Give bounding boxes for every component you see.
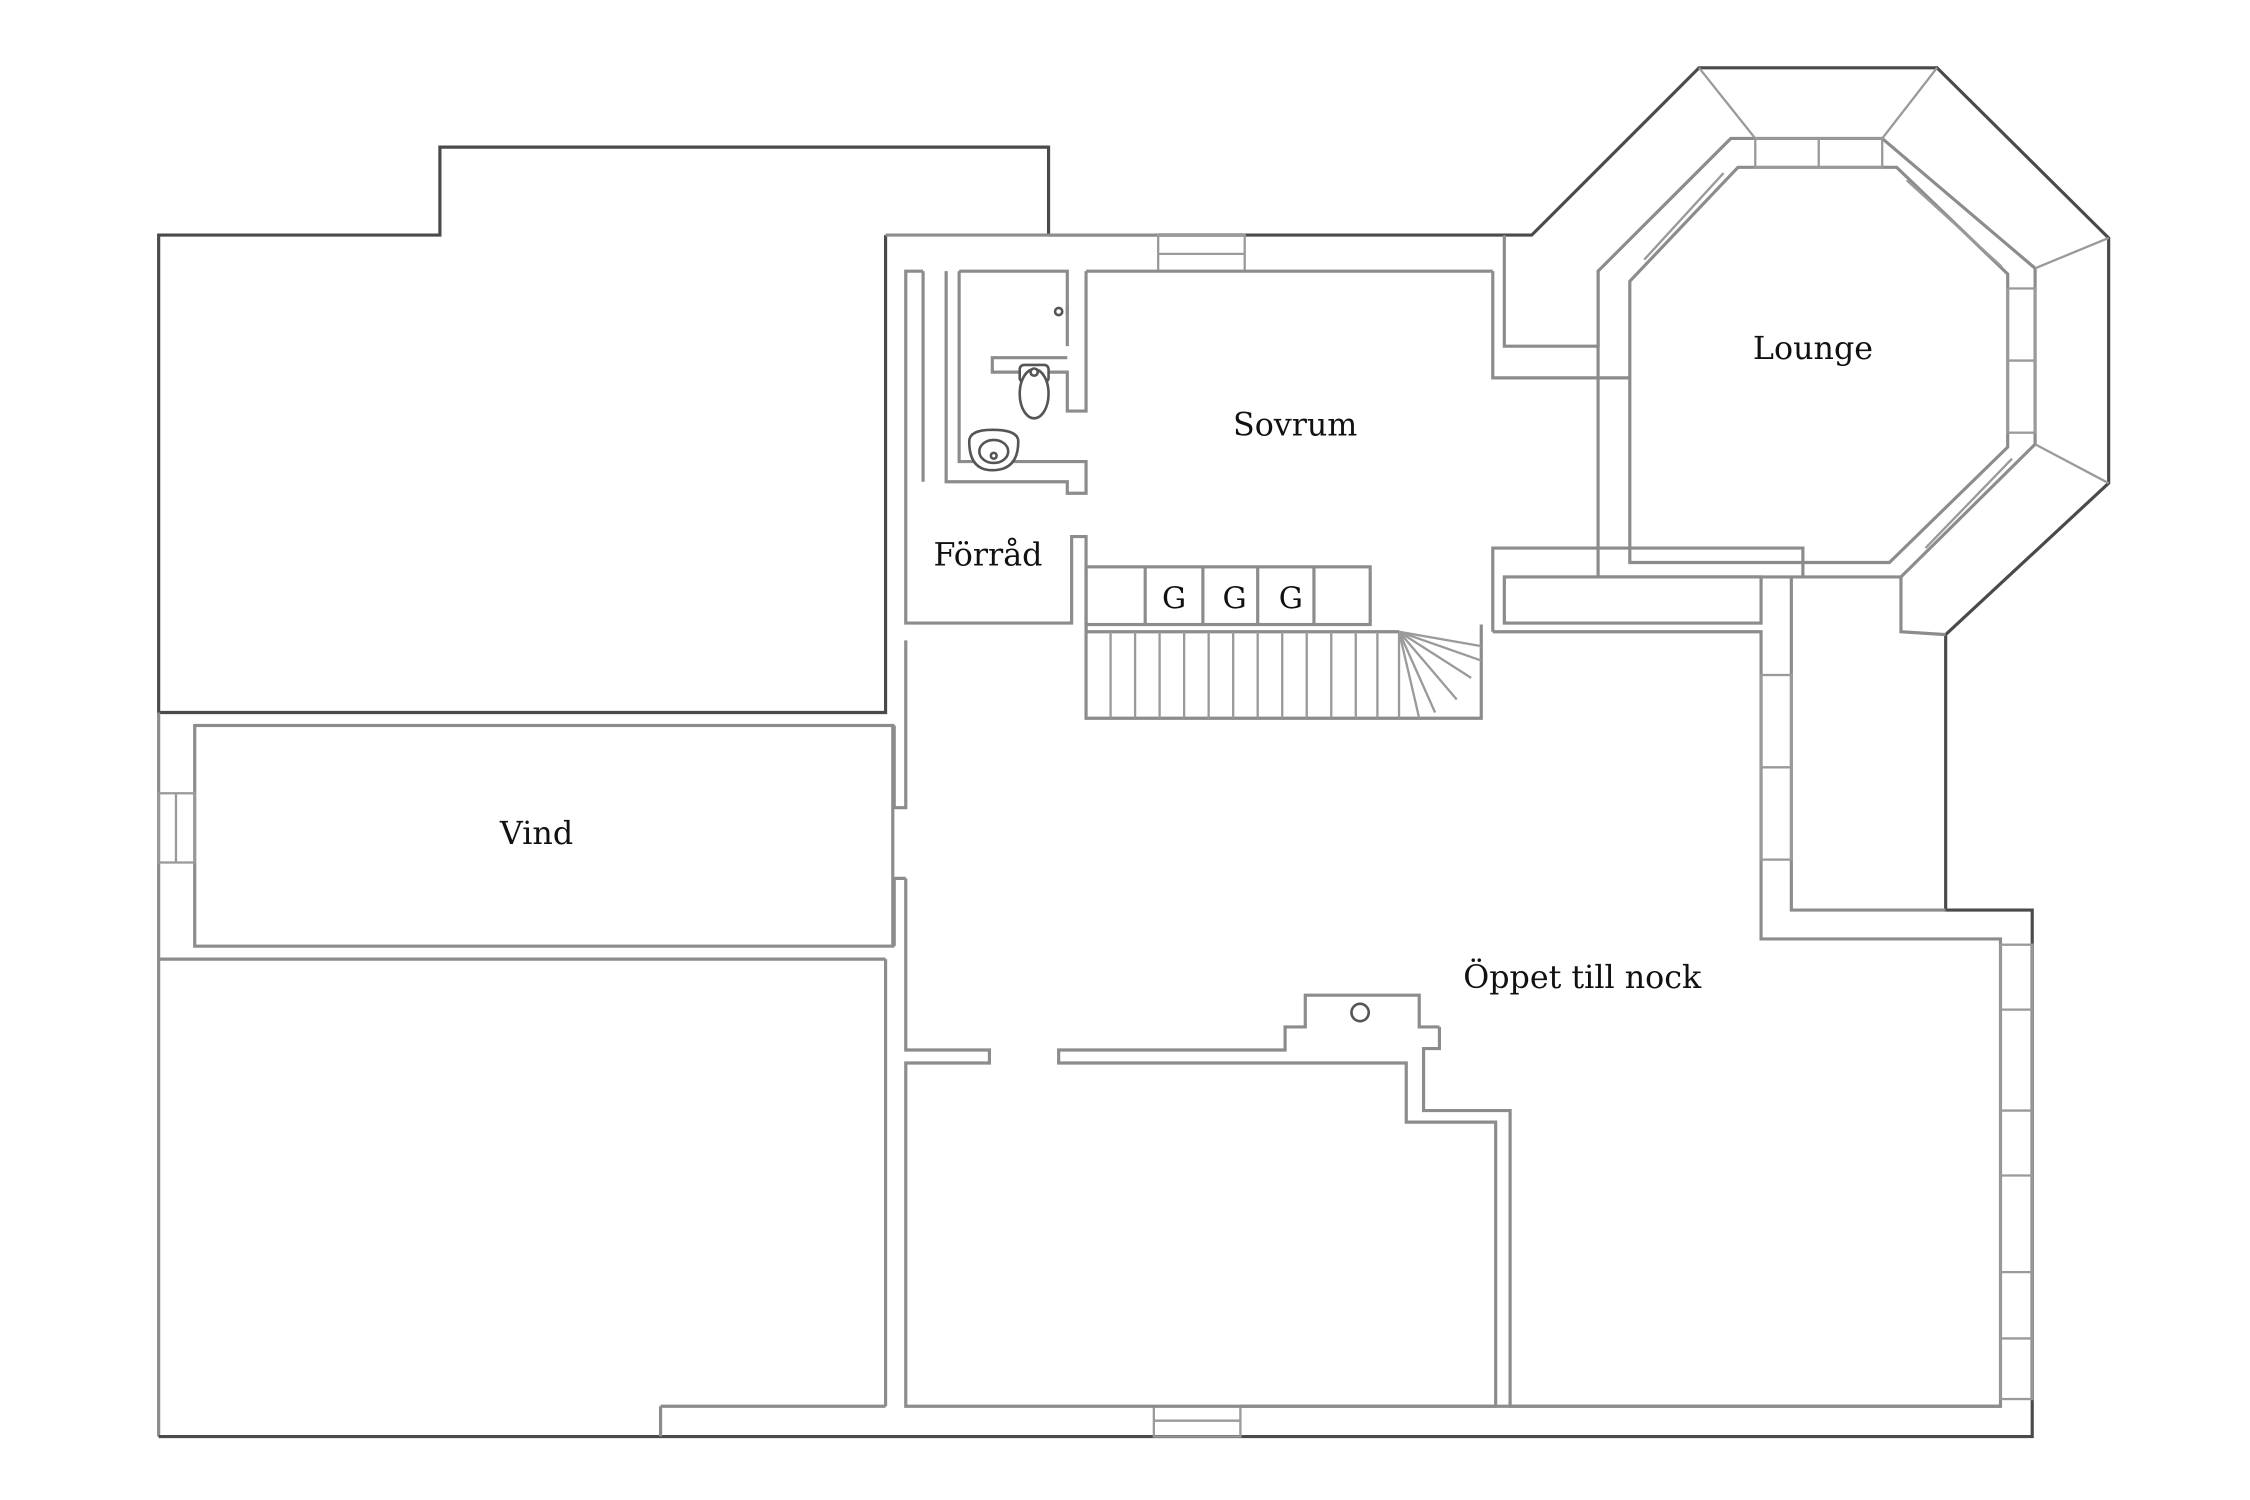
room-label-forrad: Förråd xyxy=(934,537,1043,573)
room-label-vind: Vind xyxy=(499,816,573,852)
central-walls xyxy=(658,640,2001,1437)
wall-fixture-icon xyxy=(1053,306,1064,317)
chimney-icon xyxy=(1350,1002,1371,1023)
outer-walls xyxy=(158,66,2111,1439)
staircase xyxy=(1084,624,1483,720)
wardrobes xyxy=(1084,565,1372,627)
wardrobe-label-1: G xyxy=(1162,582,1186,617)
wardrobe-label-2: G xyxy=(1223,582,1247,617)
room-label-sovrum: Sovrum xyxy=(1233,408,1357,444)
left-attic-walls xyxy=(157,145,1051,1437)
storage-walls xyxy=(904,269,1088,632)
sink-icon xyxy=(967,428,1020,472)
room-label-oppet-till-nock: Öppet till nock xyxy=(1463,958,1702,996)
room-label-lounge: Lounge xyxy=(1753,331,1873,367)
wardrobe-label-3: G xyxy=(1279,582,1303,617)
toilet-icon xyxy=(1018,363,1050,420)
lounge-walls xyxy=(1491,67,2110,637)
